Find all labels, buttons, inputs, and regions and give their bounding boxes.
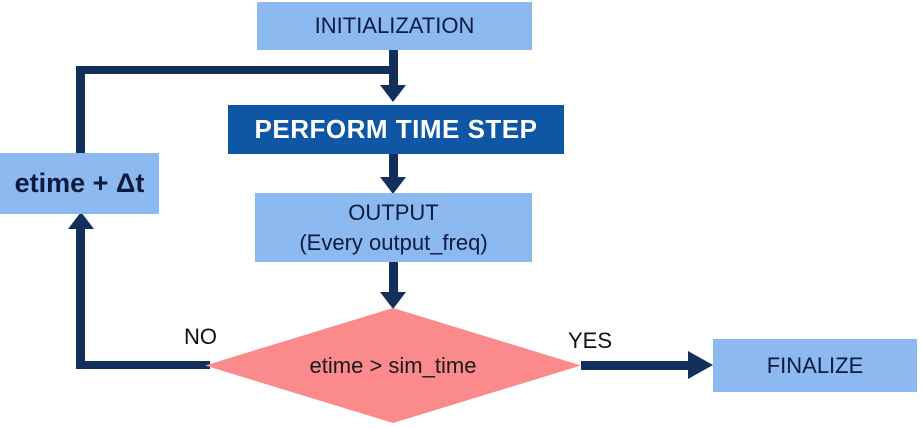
connector-no-branch-horizontal-line	[77, 361, 210, 369]
node-finalize: FINALIZE	[713, 339, 917, 392]
edge-label-no: NO	[184, 324, 217, 349]
arrowhead-init-to-step-icon	[380, 85, 406, 102]
node-initialization-label: INITIALIZATION	[314, 13, 475, 38]
connector-etime-to-loop-line	[76, 66, 85, 154]
node-etime-increment-label: etime + Δt	[14, 168, 145, 198]
node-decision-label: etime > sim_time	[309, 352, 477, 378]
connector-init-to-step-line	[389, 50, 398, 87]
node-initialization: INITIALIZATION	[257, 2, 532, 50]
node-output-label: OUTPUT	[348, 199, 439, 225]
arrowhead-output-to-decision-icon	[380, 292, 406, 309]
node-etime-increment: etime + Δt	[0, 153, 159, 214]
arrowhead-no-branch-icon	[68, 212, 94, 229]
edge-label-yes: YES	[568, 328, 613, 353]
arrowhead-yes-branch-icon	[688, 351, 713, 379]
node-finalize-label: FINALIZE	[766, 352, 864, 378]
node-perform-time-step: PERFORM TIME STEP	[228, 105, 564, 154]
node-output-sublabel: (Every output_freq)	[299, 229, 488, 255]
connector-loop-top-line	[76, 66, 397, 74]
arrowhead-step-to-output-icon	[380, 177, 406, 194]
connector-step-to-output-line	[389, 154, 398, 180]
node-output: OUTPUT (Every output_freq)	[255, 193, 532, 262]
node-perform-time-step-label: PERFORM TIME STEP	[254, 114, 538, 144]
connector-no-branch-vertical-line	[76, 228, 85, 369]
connector-yes-branch-line	[581, 361, 691, 370]
connector-output-to-decision-line	[389, 262, 398, 295]
node-decision-diamond: etime > sim_time	[205, 308, 581, 423]
